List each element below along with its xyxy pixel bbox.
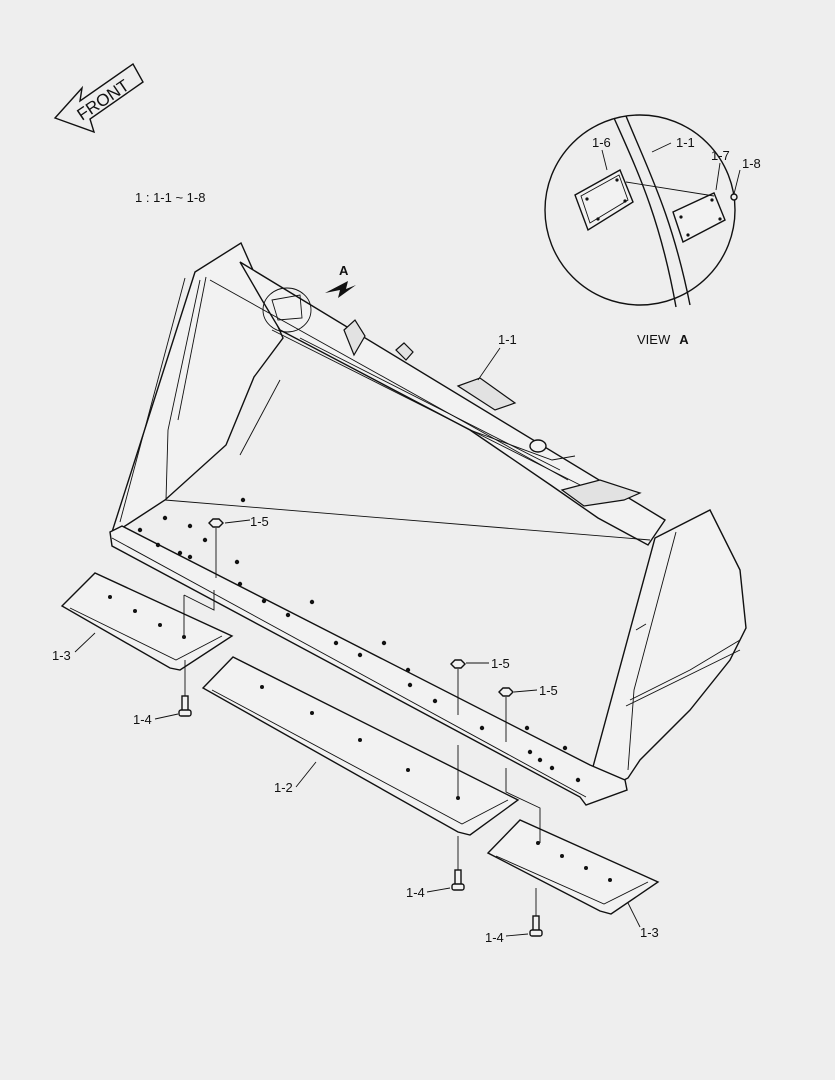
bolt-1-4-right	[529, 888, 543, 937]
callout-nut-1-5-right: 1-5	[539, 683, 558, 698]
assembly-legend: 1 : 1-1 ~ 1-8	[135, 190, 205, 205]
bolt-1-4-mid	[451, 836, 465, 891]
callout-nut-1-5-left: 1-5	[250, 514, 269, 529]
lip-bolt-holes	[137, 515, 581, 783]
callout-edge-1-3-left: 1-3	[52, 648, 71, 663]
view-a-marker: A	[339, 263, 349, 278]
cutting-edge-1-3-left	[60, 572, 234, 671]
callout-detail-1-7: 1-7	[711, 148, 730, 163]
callout-bolt-1-4-mid: 1-4	[406, 885, 425, 900]
nut-1-5-mid	[450, 659, 466, 715]
bucket-body: A	[109, 241, 747, 806]
cutting-edge-1-2-center	[201, 656, 520, 836]
bolt-1-4-left	[178, 660, 192, 717]
callout-bolt-1-4-left: 1-4	[133, 712, 152, 727]
detail-screw-1-8	[730, 193, 738, 201]
callout-bucket-1-1: 1-1	[498, 332, 517, 347]
cutting-edge-1-3-right	[486, 768, 660, 915]
detail-plate-1-6	[574, 169, 634, 232]
detail-plate-1-7	[672, 192, 726, 244]
callout-edge-1-2: 1-2	[274, 780, 293, 795]
nut-1-5-right	[498, 687, 514, 742]
callout-nut-1-5-mid: 1-5	[491, 656, 510, 671]
callout-bolt-1-4-right: 1-4	[485, 930, 504, 945]
callout-detail-1-1: 1-1	[676, 135, 695, 150]
callout-detail-1-8: 1-8	[742, 156, 761, 171]
front-direction-arrow: FRONT	[53, 62, 144, 134]
nut-1-5-left	[208, 518, 224, 578]
callout-edge-1-3-right: 1-3	[640, 925, 659, 940]
callout-detail-1-6: 1-6	[592, 135, 611, 150]
